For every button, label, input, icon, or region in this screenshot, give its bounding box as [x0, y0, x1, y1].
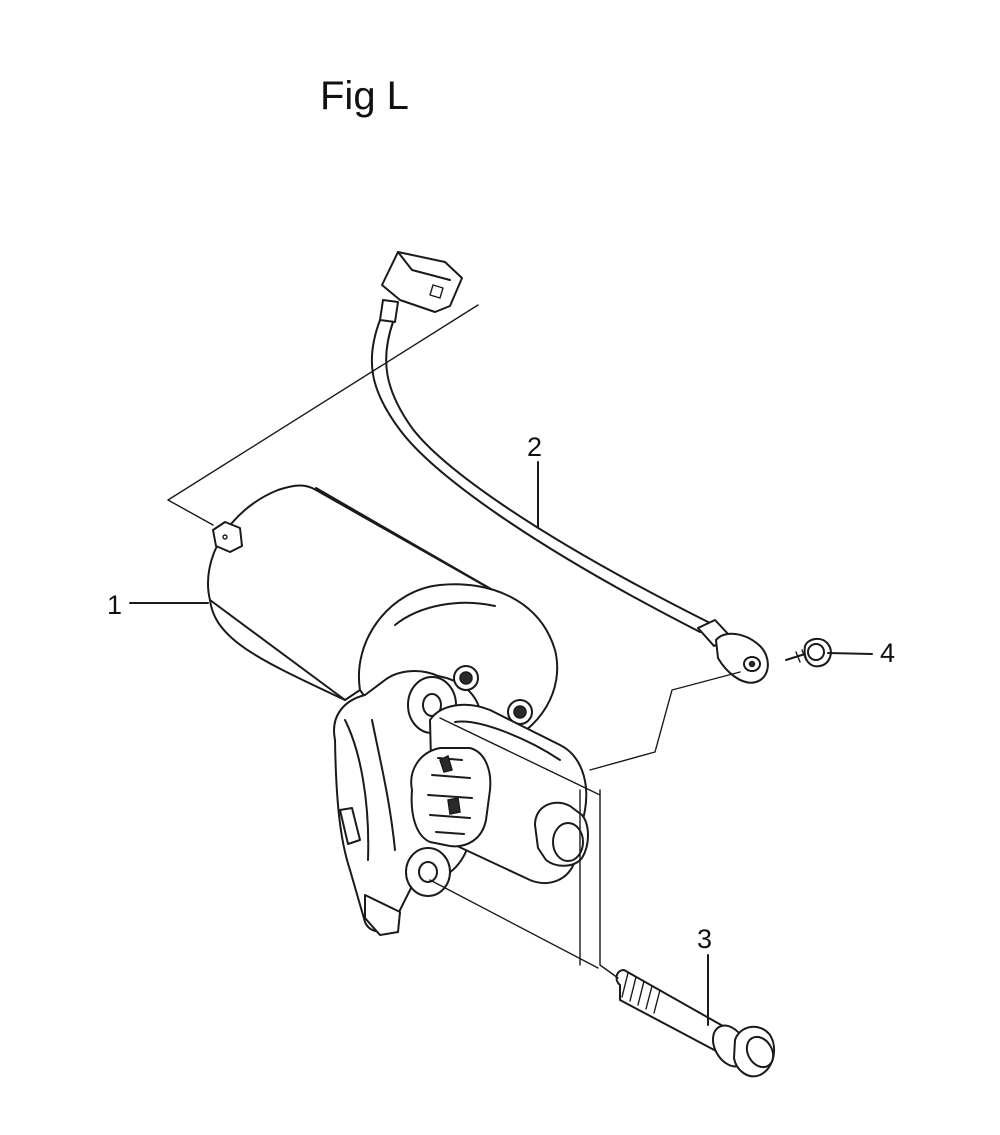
callout-part-2: 2	[527, 432, 543, 462]
bolt-ref-line-lower-ear	[429, 879, 599, 969]
starter-motor-icon	[207, 484, 589, 936]
starter-cable-icon	[370, 251, 769, 684]
bolt-ref-line-vertical	[599, 789, 619, 979]
cable-connector-ref-line	[167, 304, 479, 526]
figure-title: Fig L	[320, 74, 409, 118]
callout-part-4: 4	[880, 638, 896, 668]
callout-part-3: 3	[697, 924, 713, 954]
terminal-ref-line	[589, 671, 741, 771]
callout-part-1: 1	[107, 590, 123, 620]
bolt-ref-line-upper-ear	[439, 717, 601, 796]
nut-icon	[785, 638, 873, 668]
flange-bolt-icon	[615, 969, 776, 1078]
